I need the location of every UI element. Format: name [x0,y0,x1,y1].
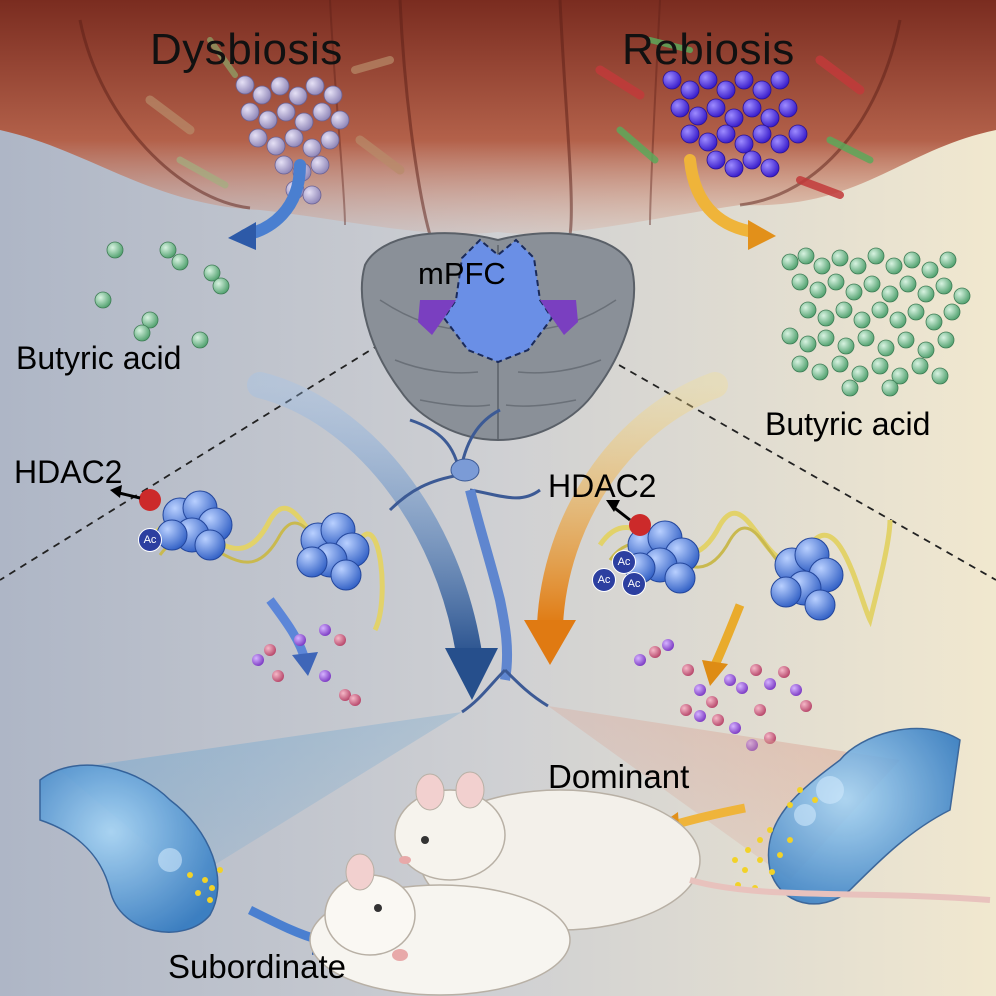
arrowhead-left-to-neuron [445,648,498,700]
arrowhead-left-gut [228,222,256,250]
acetyl-badge-right-3: Ac [622,572,646,596]
acetyl-badge-right-1: Ac [612,550,636,574]
arrow-left-to-neuron [247,372,483,673]
label-dominant: Dominant [548,758,690,795]
label-hdac2-left: HDAC2 [14,454,123,490]
arrow-right-to-neuron [537,372,728,638]
arrowhead-right-chromatin [702,660,728,686]
label-hdac2-right: HDAC2 [548,468,657,504]
dashed-line-right [539,319,996,581]
mice [309,771,991,996]
arrowhead-right-gut [748,220,776,250]
acetyl-badge-right-2: Ac [592,568,616,592]
chromatin-left [110,485,385,632]
bacteria-cluster-right [662,70,808,178]
acetyl-badge-left: Ac [138,528,162,552]
hdac2-enzyme-left [139,489,161,511]
label-butyric-acid-left: Butyric acid [16,340,182,376]
butyrate-beads-left [94,241,230,349]
hdac2-enzyme-right [629,514,651,536]
bacteria-rods-left [145,37,405,189]
arrow-right-chromatin [710,603,745,667]
label-butyric-acid-right: Butyric acid [765,406,931,442]
butyrate-beads-right [781,247,971,397]
gut-colon [0,0,996,236]
label-mpfc: mPFC [418,256,506,291]
brain-section [361,232,635,442]
bacteria-cluster-left [235,75,350,205]
synapse-right [732,727,961,905]
neuron [388,408,549,714]
arrow-right-gut [684,154,761,238]
arrowhead-left-chromatin [292,652,318,676]
synapse-left [39,764,223,933]
title-rebiosis: Rebiosis [622,25,795,74]
protein-balls-left [252,624,361,706]
title-dysbiosis: Dysbiosis [150,25,343,74]
label-subordinate: Subordinate [168,948,346,985]
arrowhead-right-to-neuron [524,620,576,665]
bacteria-rods-right [595,37,874,199]
protein-balls-right [634,639,812,751]
